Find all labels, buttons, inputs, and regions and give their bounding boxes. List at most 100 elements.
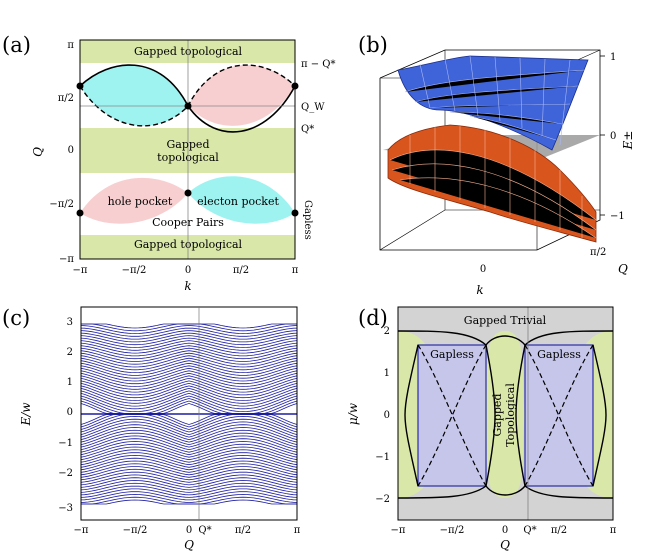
energy-band-line bbox=[80, 438, 298, 453]
energy-band-line bbox=[80, 385, 298, 401]
panel-d: (d) Gapped Trivial bbox=[346, 306, 617, 552]
region-label-top: Gapped topological bbox=[134, 45, 243, 58]
region-label-bottom: Gapped topological bbox=[134, 238, 243, 251]
energy-band-line bbox=[80, 429, 298, 446]
a-ytick: −π bbox=[59, 254, 74, 265]
energy-band-line bbox=[80, 337, 298, 348]
b-ylabel: Q bbox=[618, 262, 628, 276]
label-gapped-trivial: Gapped Trivial bbox=[464, 314, 547, 327]
a-ytick: −π/2 bbox=[49, 199, 74, 210]
d-xtick: Q* bbox=[523, 525, 536, 536]
dot bbox=[184, 189, 192, 197]
energy-band-line bbox=[80, 446, 298, 461]
d-ytick: 0 bbox=[384, 410, 390, 421]
energy-band-line bbox=[80, 460, 298, 473]
d-ytick: −1 bbox=[375, 452, 390, 463]
energy-band-line bbox=[80, 347, 298, 360]
c-ytick: 1 bbox=[67, 377, 73, 388]
panel-a-label: (a) bbox=[2, 33, 31, 57]
energy-band-line bbox=[80, 485, 298, 496]
energy-band-line bbox=[80, 377, 298, 393]
panel-c: (c) 3 2 1 0 −1 −2 −3 E/w −π −π/2 0 Q* π/… bbox=[2, 306, 301, 552]
energy-band-line bbox=[80, 360, 298, 374]
c-xtick: Q* bbox=[198, 525, 211, 536]
energy-band-line bbox=[80, 432, 298, 448]
region-top-gapped bbox=[80, 40, 295, 63]
c-ytick: −3 bbox=[58, 503, 73, 514]
energy-band-line bbox=[81, 499, 297, 505]
energy-band-line bbox=[80, 414, 298, 430]
a-right-label-qstar: Q* bbox=[301, 124, 314, 135]
c-ytick: 3 bbox=[67, 317, 73, 328]
hole-pocket-region bbox=[80, 177, 188, 224]
d-xtick: −π/2 bbox=[440, 525, 465, 536]
c-xtick: π/2 bbox=[235, 525, 251, 536]
gapless-box-right bbox=[524, 344, 594, 487]
upper-band-surface bbox=[397, 55, 589, 151]
energy-band-line bbox=[80, 335, 298, 346]
d-ytick: −2 bbox=[375, 494, 390, 505]
a-ytick: 0 bbox=[68, 145, 74, 156]
region-label-middle-2: topological bbox=[157, 151, 219, 164]
b-ytick: π/2 bbox=[590, 247, 606, 258]
energy-band-line bbox=[80, 449, 298, 463]
energy-band-line bbox=[80, 355, 298, 368]
b-ztick: 1 bbox=[610, 52, 616, 63]
a-ytick: π bbox=[67, 40, 74, 51]
energy-band-line bbox=[80, 427, 298, 443]
energy-band-line bbox=[80, 372, 298, 387]
energy-band-line bbox=[80, 340, 298, 351]
b-ztick: 0 bbox=[610, 131, 616, 142]
energy-band-line bbox=[80, 390, 298, 407]
region-label-middle-1: Gapped bbox=[167, 138, 210, 151]
panel-b-label: (b) bbox=[358, 33, 388, 57]
electron-pocket-label: electon pocket bbox=[197, 195, 279, 208]
energy-band-line bbox=[80, 357, 298, 371]
dot bbox=[76, 209, 84, 217]
panel-b: (b) bbox=[358, 33, 635, 297]
energy-band-line bbox=[80, 471, 298, 483]
a-right-label-qw: Q_W bbox=[301, 102, 325, 113]
a-xtick: −π/2 bbox=[122, 265, 147, 276]
c-ytick: 2 bbox=[67, 347, 73, 358]
c-xtick: −π bbox=[74, 525, 89, 536]
region-bottom-gapped bbox=[80, 235, 295, 259]
energy-band-line bbox=[80, 474, 298, 486]
d-dashed-boundaries bbox=[417, 344, 594, 487]
panel-d-label: (d) bbox=[358, 306, 388, 330]
energy-band-line bbox=[80, 454, 298, 468]
energy-band-line bbox=[80, 488, 298, 498]
d-solid-boundaries bbox=[397, 330, 614, 499]
a-ylabel: Q bbox=[31, 147, 45, 157]
energy-band-line bbox=[80, 387, 298, 404]
a-gapless-label: Gapless bbox=[302, 200, 313, 240]
energy-band-line bbox=[80, 332, 298, 343]
label-gapless-left: Gapless bbox=[430, 348, 474, 361]
energy-band-line bbox=[80, 482, 298, 493]
d-xtick: −π bbox=[391, 525, 406, 536]
a-right-label-pi-minus-qstar: π − Q* bbox=[301, 59, 336, 70]
dot bbox=[76, 82, 84, 90]
energy-band-line bbox=[80, 370, 298, 385]
label-gapped-topological-2: Topological bbox=[504, 383, 517, 447]
energy-spectrum-lines bbox=[80, 323, 298, 505]
d-xtick: 0 bbox=[502, 525, 508, 536]
c-ytick: −2 bbox=[58, 468, 73, 479]
energy-band-line bbox=[80, 395, 298, 413]
c-xtick: π bbox=[294, 525, 301, 536]
energy-band-line bbox=[80, 398, 298, 414]
b-xlabel: k bbox=[476, 283, 483, 297]
label-gapless-right: Gapless bbox=[537, 348, 581, 361]
energy-band-line bbox=[80, 493, 298, 503]
d-xtick: π/2 bbox=[551, 525, 567, 536]
energy-band-line bbox=[80, 330, 298, 340]
energy-band-line bbox=[80, 415, 298, 433]
b-ztick: −1 bbox=[610, 211, 625, 222]
panel-a: (a) Gapped topological Gapped topologica… bbox=[2, 33, 336, 293]
energy-band-line bbox=[80, 477, 298, 488]
a-xlabel: k bbox=[184, 279, 191, 293]
a-xtick: −π bbox=[73, 265, 88, 276]
c-ytick: 0 bbox=[67, 407, 73, 418]
energy-band-line bbox=[80, 421, 298, 438]
dot bbox=[291, 82, 299, 90]
